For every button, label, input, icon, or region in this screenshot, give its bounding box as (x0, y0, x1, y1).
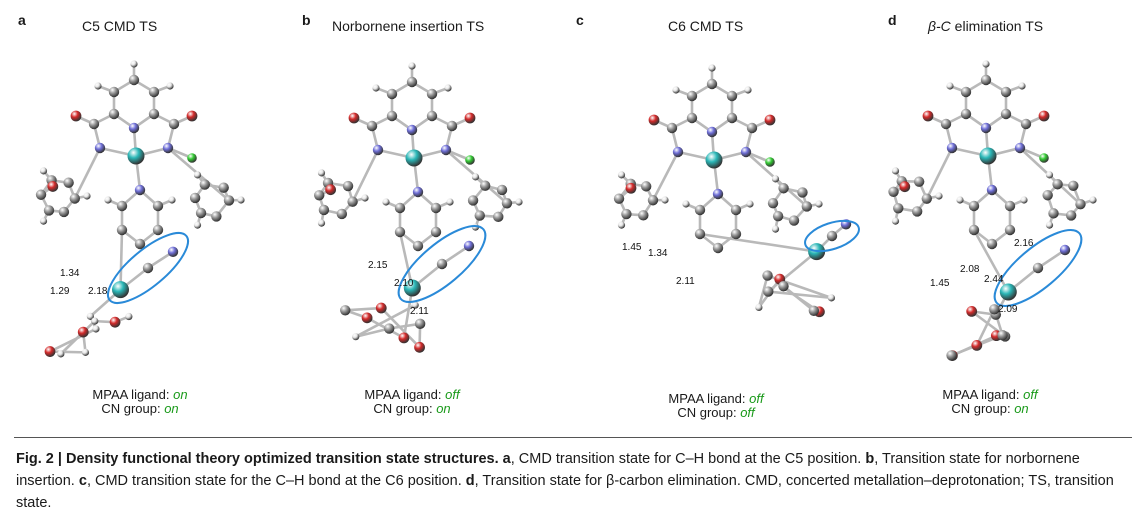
molecule-b: 2.15 2.10 2.11 (314, 62, 523, 353)
panel-letter-c: c (576, 12, 584, 28)
cn-setting-a: CN group: on (101, 401, 179, 416)
panel-title-d-italic: β-C (928, 18, 951, 34)
panel-letter-a: a (18, 12, 26, 28)
settings-c: MPAA ligand: off CN group: off (636, 392, 796, 420)
panel-title-d-text: elimination TS (950, 18, 1044, 34)
distance-label: 2.08 (960, 264, 980, 275)
caption-d-text: , Transition state for β-carbon eliminat… (16, 473, 1114, 511)
distance-label: 2.18 (88, 286, 108, 297)
cn-setting-d: CN group: on (951, 401, 1029, 416)
panel-letter-b: b (302, 12, 311, 28)
distance-label: 1.45 (930, 278, 950, 289)
figure-caption: Fig. 2 | Density functional theory optim… (16, 448, 1128, 514)
distance-label: 2.44 (984, 274, 1004, 285)
molecule-c: 1.45 1.34 2.11 (613, 64, 860, 318)
distance-label: 2.15 (368, 260, 388, 271)
distance-label: 1.45 (622, 242, 642, 253)
ligand-setting-a: MPAA ligand: on (92, 387, 188, 402)
ligand-setting-c: MPAA ligand: off (668, 391, 764, 406)
caption-c-text: , CMD transition state for the C–H bond … (86, 473, 466, 489)
distance-label: 1.34 (648, 248, 668, 259)
panel-title-c: C6 CMD TS (668, 18, 743, 34)
panel-title-a: C5 CMD TS (82, 18, 157, 34)
panel-b: b Norbornene insertion TS 2.15 2.10 2.11 M… (286, 0, 572, 432)
molecule-a: 1.34 1.29 2.18 (35, 60, 245, 358)
caption-divider (14, 437, 1132, 438)
panel-a: a C5 CMD TS 1.34 1.29 2.18 MPAA ligand: on… (0, 0, 286, 432)
molecule-d: 2.16 2.08 2.44 1.45 2.09 (888, 60, 1097, 362)
caption-fig-label: Fig. 2 | Density functional theory optim… (16, 451, 499, 467)
caption-b-text: , Transition state for norbornene insert… (16, 451, 1080, 489)
panel-d: d β-C elimination TS 2.16 2.08 2.44 1.45 2.0… (862, 0, 1146, 432)
distance-label: 2.09 (998, 304, 1018, 315)
figure-panels: a C5 CMD TS 1.34 1.29 2.18 MPAA ligand: on… (0, 0, 1146, 432)
panel-c: c C6 CMD TS 1.45 1.34 2.11 MPAA ligand: of… (572, 0, 862, 432)
distance-label: 2.11 (410, 306, 429, 317)
caption-a-text: , CMD transition state for C–H bond at t… (510, 451, 866, 467)
ligand-setting-d: MPAA ligand: off (942, 387, 1038, 402)
cn-setting-c: CN group: off (677, 405, 755, 420)
caption-b-label: b (865, 451, 875, 467)
panel-title-d: β-C elimination TS (928, 18, 1043, 34)
distance-label: 2.16 (1014, 238, 1034, 249)
panel-letter-d: d (888, 12, 897, 28)
caption-c-label: c (78, 473, 87, 489)
distance-label: 1.34 (60, 268, 80, 279)
panel-title-b: Norbornene insertion TS (332, 18, 484, 34)
settings-d: MPAA ligand: off CN group: on (910, 388, 1070, 416)
caption-a-label: a (502, 451, 511, 467)
panel-title-a-text: C5 CMD TS (82, 18, 158, 34)
ligand-setting-b: MPAA ligand: off (364, 387, 460, 402)
settings-b: MPAA ligand: off CN group: on (332, 388, 492, 416)
panel-title-c-text: C6 CMD TS (668, 18, 744, 34)
distance-label: 2.10 (394, 278, 414, 289)
settings-a: MPAA ligand: on CN group: on (60, 388, 220, 416)
caption-d-label: d (465, 473, 475, 489)
distance-label: 1.29 (50, 286, 70, 297)
panel-title-b-text: Norbornene insertion TS (332, 18, 485, 34)
cn-setting-b: CN group: on (373, 401, 451, 416)
distance-label: 2.11 (676, 276, 695, 287)
